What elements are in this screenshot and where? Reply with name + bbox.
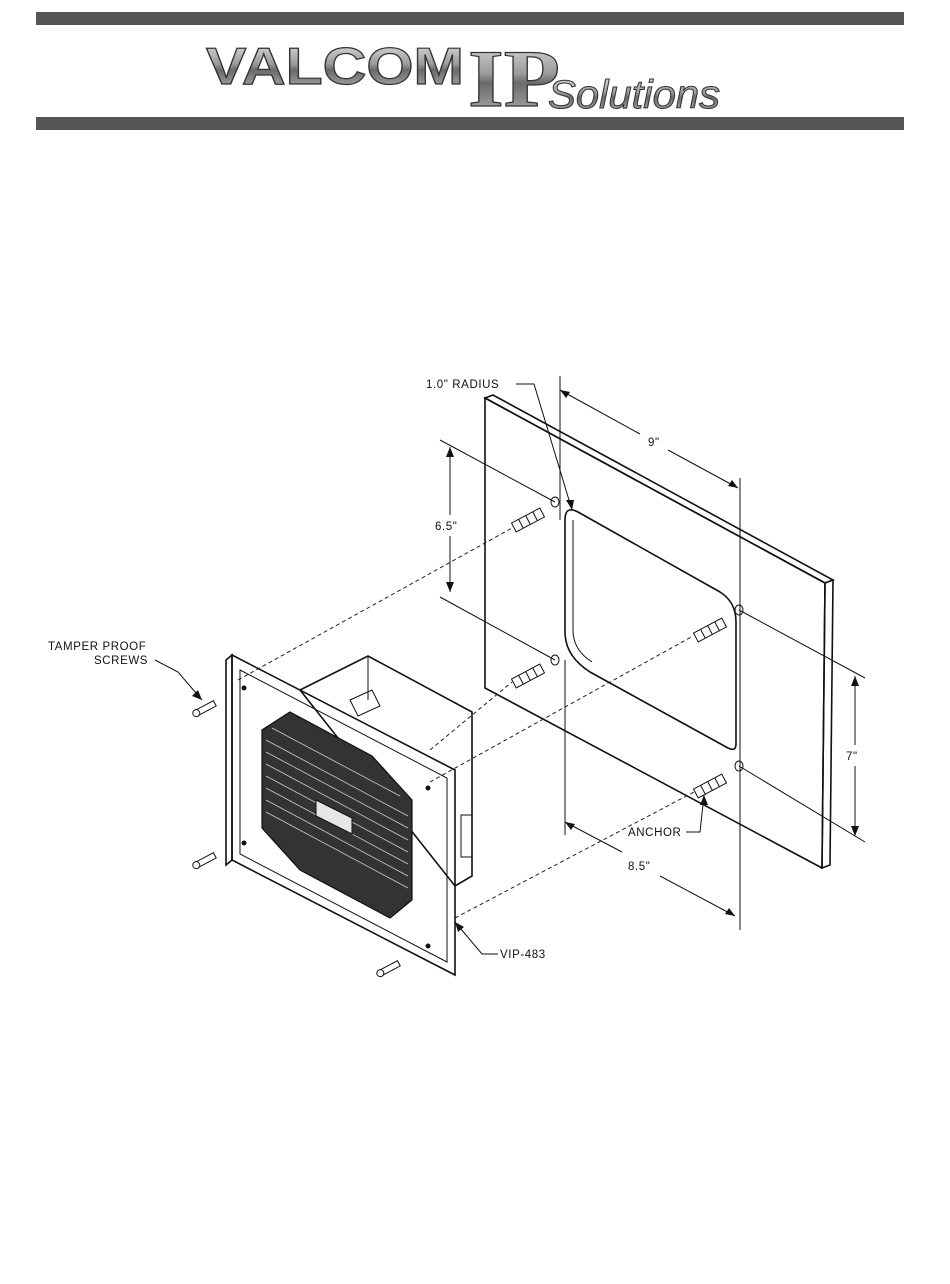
label-model: VIP-483 — [500, 949, 546, 961]
label-8-5in: 8.5" — [628, 861, 650, 873]
anchor — [694, 618, 727, 642]
logo-tagline: Solutions — [548, 73, 720, 117]
label-screws-2: SCREWS — [94, 655, 148, 667]
header-bottom-bar — [36, 117, 904, 130]
anchor — [694, 774, 727, 798]
header-top-bar — [36, 12, 904, 25]
label-7in: 7" — [846, 751, 858, 763]
label-anchor: ANCHOR — [628, 827, 681, 839]
label-6-5in: 6.5" — [435, 521, 457, 533]
dimension-lines — [155, 376, 865, 954]
logo-ip: IP — [468, 33, 560, 120]
wall-panel — [485, 395, 833, 868]
anchor — [512, 664, 545, 688]
label-radius: 1.0" RADIUS — [426, 379, 499, 391]
anchor — [512, 508, 545, 532]
connector-block — [461, 815, 472, 857]
label-9in: 9" — [648, 437, 660, 449]
speaker-mounting-diagram: 1.0" RADIUS 9" 6.5" 7" 8.5" TAMPER PROOF… — [0, 340, 950, 1000]
speaker-faceplate — [226, 655, 455, 975]
valcom-ip-solutions-logo: VALCOM IP Solutions — [200, 28, 730, 120]
label-screws-1: TAMPER PROOF — [48, 641, 146, 653]
logo-brand: VALCOM — [206, 38, 464, 96]
anchors — [512, 508, 727, 798]
